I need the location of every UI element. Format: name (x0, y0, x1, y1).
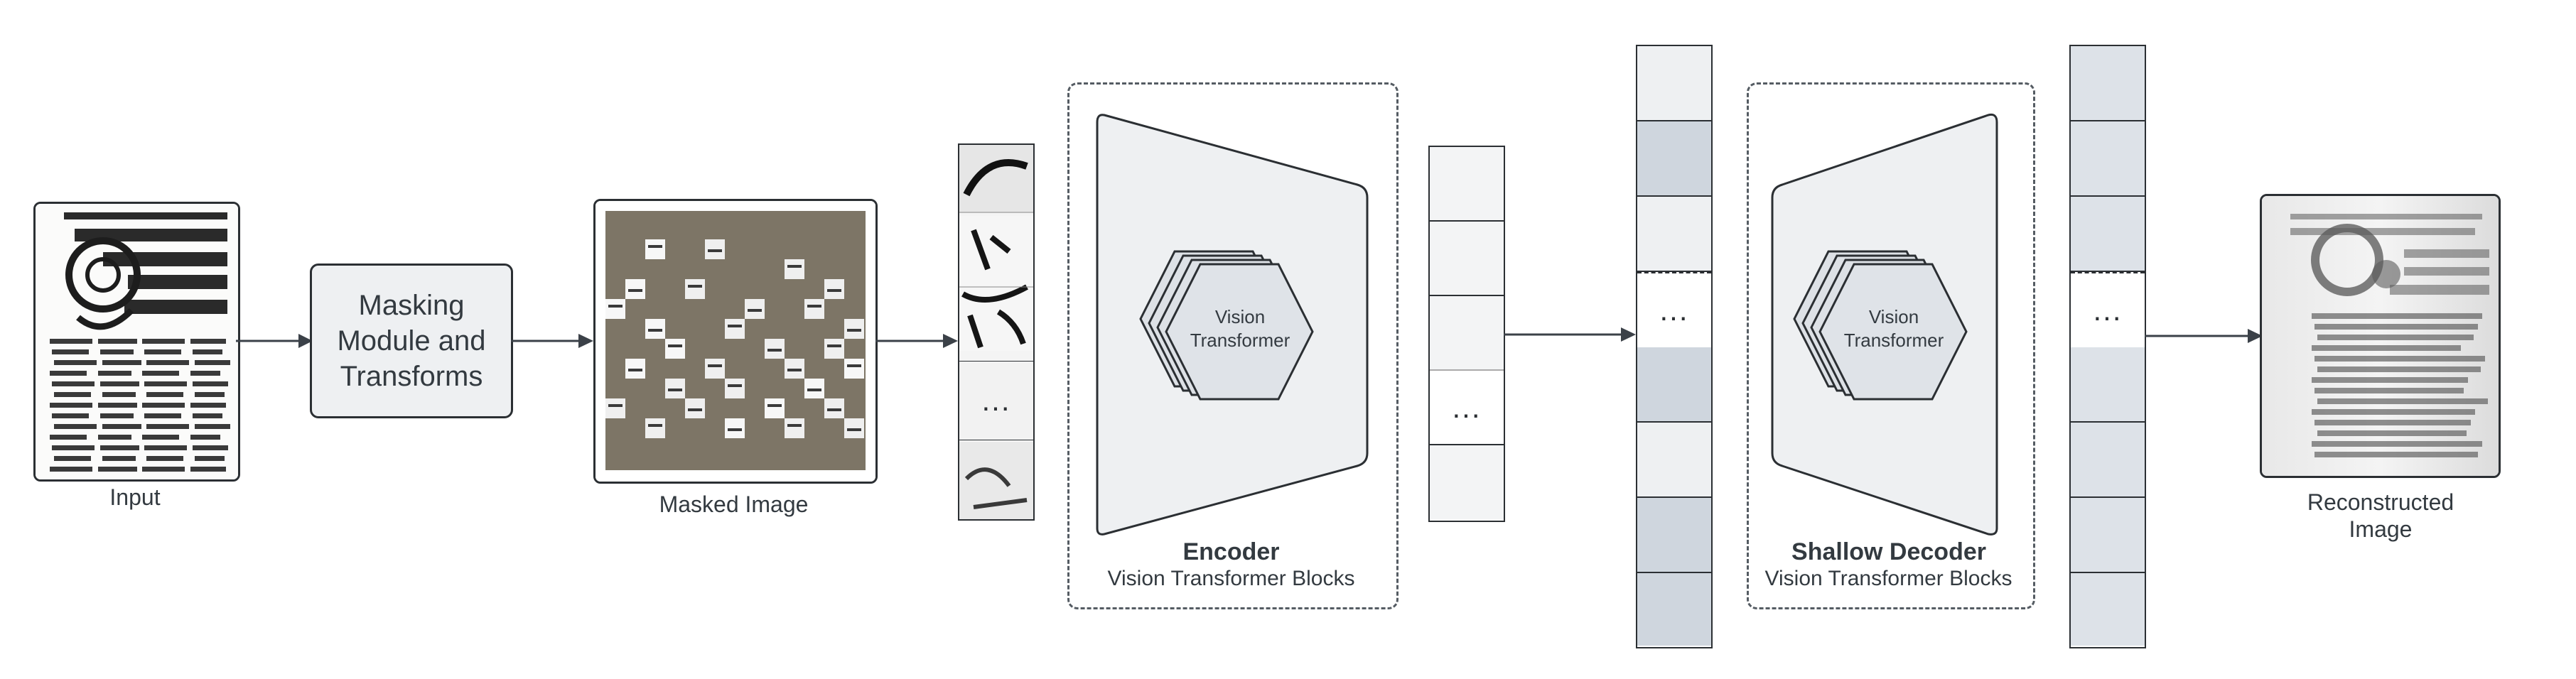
token-visible (1637, 423, 1711, 498)
input-label: Input (109, 484, 161, 510)
latent-token (1430, 296, 1504, 371)
output-token (2071, 197, 2145, 272)
output-token (2071, 347, 2145, 423)
token-masked (1637, 573, 1711, 646)
output-token (2071, 121, 2145, 197)
decoder-vit-stack (1793, 250, 1968, 401)
latent-token (1430, 445, 1504, 519)
token-masked (1637, 347, 1711, 423)
arrow-tokens-to-reconstructed (2145, 329, 2263, 343)
reconstructed-image (2260, 194, 2501, 478)
arrow-input-to-masking (236, 334, 313, 348)
output-token-ellipsis: ... (2071, 272, 2145, 349)
decoder-title: Shallow Decoder (1791, 538, 1986, 565)
token-visible (1637, 197, 1711, 272)
arrow-latent-to-tokens (1504, 327, 1636, 342)
output-token-column: ... (2069, 45, 2146, 648)
encoder-subtitle: Vision Transformer Blocks (1107, 567, 1355, 590)
token-ellipsis: ... (1637, 272, 1711, 349)
latent-ellipsis: ... (1430, 371, 1504, 445)
reconstructed-graphic (2262, 196, 2499, 476)
output-token (2071, 573, 2145, 646)
decoder-vit-label: Vision Transformer (1823, 305, 1965, 352)
masking-label-line3: Transforms (340, 361, 483, 392)
masking-module-box: Masking Module and Transforms (310, 264, 513, 418)
latent-token (1430, 222, 1504, 296)
full-token-column: ... (1636, 45, 1713, 648)
latent-token-column: ... (1428, 146, 1505, 522)
decoder-vit-line2: Transformer (1843, 330, 1944, 351)
patch-strip-graphic (959, 145, 1033, 519)
masked-image-label: Masked Image (659, 491, 809, 517)
encoder-container (1067, 82, 1399, 609)
encoder-title: Encoder (1182, 538, 1280, 565)
input-image (33, 202, 240, 482)
reconstructed-label-line1: Reconstructed (2307, 489, 2454, 515)
encoder-vit-line2: Transformer (1190, 330, 1290, 351)
masking-label-line2: Module and (337, 325, 486, 357)
patch-strip-ellipsis: ... (981, 384, 1011, 417)
encoder-vit-stack (1139, 250, 1314, 401)
output-token (2071, 498, 2145, 573)
encoder-vit-label: Vision Transformer (1169, 305, 1311, 352)
decoder-subtitle: Vision Transformer Blocks (1764, 567, 2012, 590)
token-masked (1637, 121, 1711, 197)
latent-token (1430, 147, 1504, 222)
masking-label-line1: Masking (358, 290, 465, 321)
visible-patch-strip: ... (958, 143, 1035, 521)
manuscript-text-graphic (36, 204, 238, 479)
decoder-vit-line1: Vision (1868, 306, 1919, 327)
output-token (2071, 46, 2145, 121)
token-visible (1637, 46, 1711, 121)
masked-patches-graphic (596, 201, 875, 482)
decoder-container (1747, 82, 2035, 609)
reconstructed-label: Reconstructed Image (2295, 489, 2466, 543)
encoder-vit-line1: Vision (1214, 306, 1266, 327)
output-token (2071, 423, 2145, 498)
masked-image (593, 199, 878, 484)
token-masked (1637, 498, 1711, 573)
arrow-masked-to-patches (875, 334, 958, 348)
reconstructed-label-line2: Image (2349, 516, 2413, 542)
arrow-masking-to-masked (511, 334, 593, 348)
